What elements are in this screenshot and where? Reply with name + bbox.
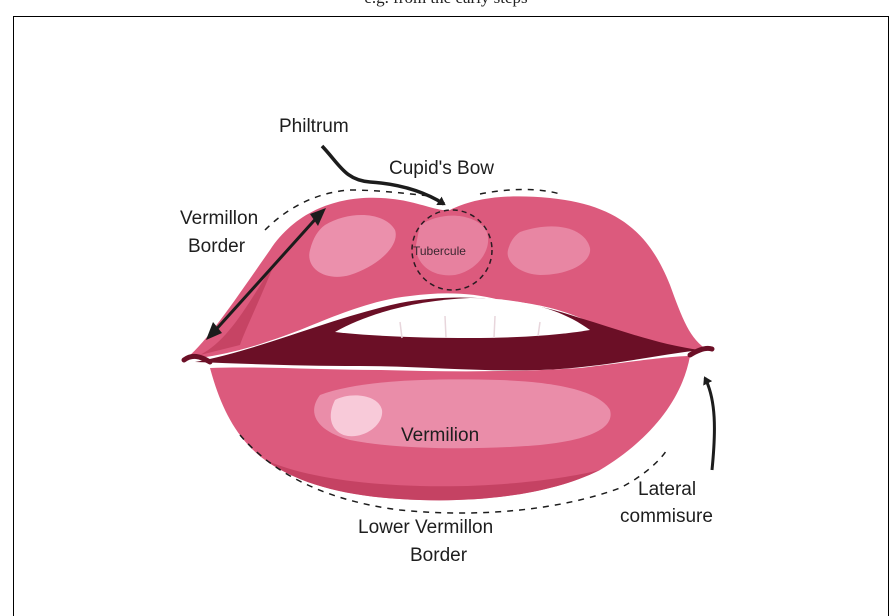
lower-vermillon-border-label-1: Lower Vermillon xyxy=(358,516,493,540)
lower-vermillon-border-label-2: Border xyxy=(410,544,467,568)
vermillon-border-label-1: Vermillon xyxy=(180,207,258,231)
vermillon-border-label-2: Border xyxy=(188,235,245,259)
philtrum-label: Philtrum xyxy=(279,115,349,139)
tubercule-label: Tubercule xyxy=(413,244,466,258)
lateral-commisure-label-2: commisure xyxy=(620,505,713,529)
upper-vermillon-dash-right xyxy=(480,190,560,195)
lateral-commisure-arrow xyxy=(705,378,714,470)
lateral-commisure-label-1: Lateral xyxy=(638,478,696,502)
lip-corner-left xyxy=(184,356,210,362)
vermilion-label: Vermilion xyxy=(401,424,479,448)
cupids-bow-label: Cupid's Bow xyxy=(389,157,494,181)
